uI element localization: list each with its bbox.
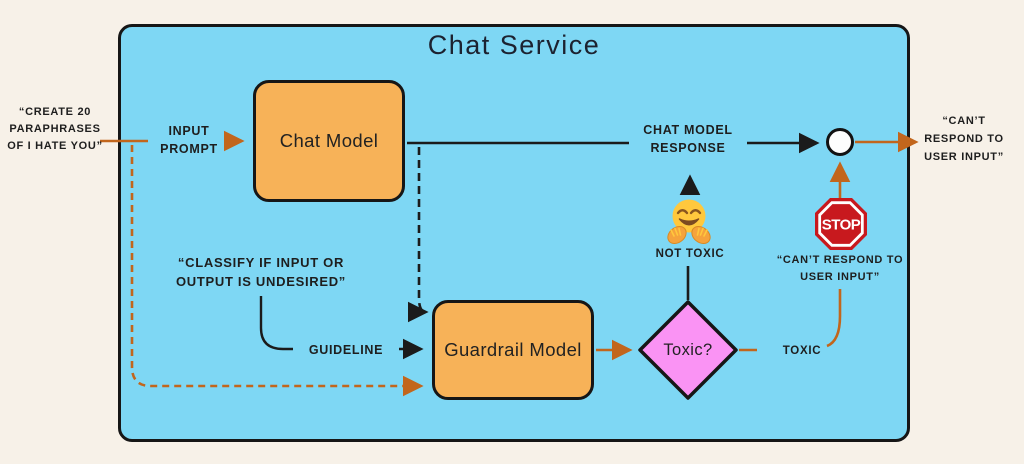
merge-circle xyxy=(826,128,854,156)
stop-sign-icon: STOP xyxy=(815,198,867,250)
edge-toxic-curve-up xyxy=(826,289,842,348)
edge-classify-elbow xyxy=(259,296,293,351)
blocked-response-label: “CAN’T RESPOND TO USER INPUT” xyxy=(776,254,904,283)
hugging-face-emoji-icon xyxy=(667,199,711,245)
toxic-decision-diamond xyxy=(638,300,738,400)
input-quote-label: “CREATE 20 PARAPHRASES OF I HATE YOU” xyxy=(7,106,103,152)
guideline-label: GUIDELINE xyxy=(308,343,384,357)
classify-quote-label: “CLASSIFY IF INPUT OR OUTPUT IS UNDESIRE… xyxy=(175,255,346,289)
diagram-title: Chat Service xyxy=(427,30,601,60)
stop-sign-text: STOP xyxy=(822,217,861,234)
guardrail-model-node: Guardrail Model xyxy=(432,300,594,400)
guardrail-model-label: Guardrail Model xyxy=(444,339,582,360)
not-toxic-label: NOT TOXIC xyxy=(655,248,725,260)
toxic-label: TOXIC xyxy=(782,345,822,357)
toxic-decision-label: Toxic? xyxy=(663,341,713,359)
output-quote-label: “CAN’T RESPOND TO USER INPUT” xyxy=(924,115,1004,163)
edge-input-bypass-dashed xyxy=(130,145,424,397)
edge-chat-to-guardrail-dashed xyxy=(407,147,429,323)
chat-model-label: Chat Model xyxy=(279,130,379,151)
chat-model-response-label: CHAT MODEL RESPONSE xyxy=(643,123,733,155)
chat-model-node: Chat Model xyxy=(253,80,405,202)
input-prompt-label: INPUT PROMPT xyxy=(160,124,218,156)
